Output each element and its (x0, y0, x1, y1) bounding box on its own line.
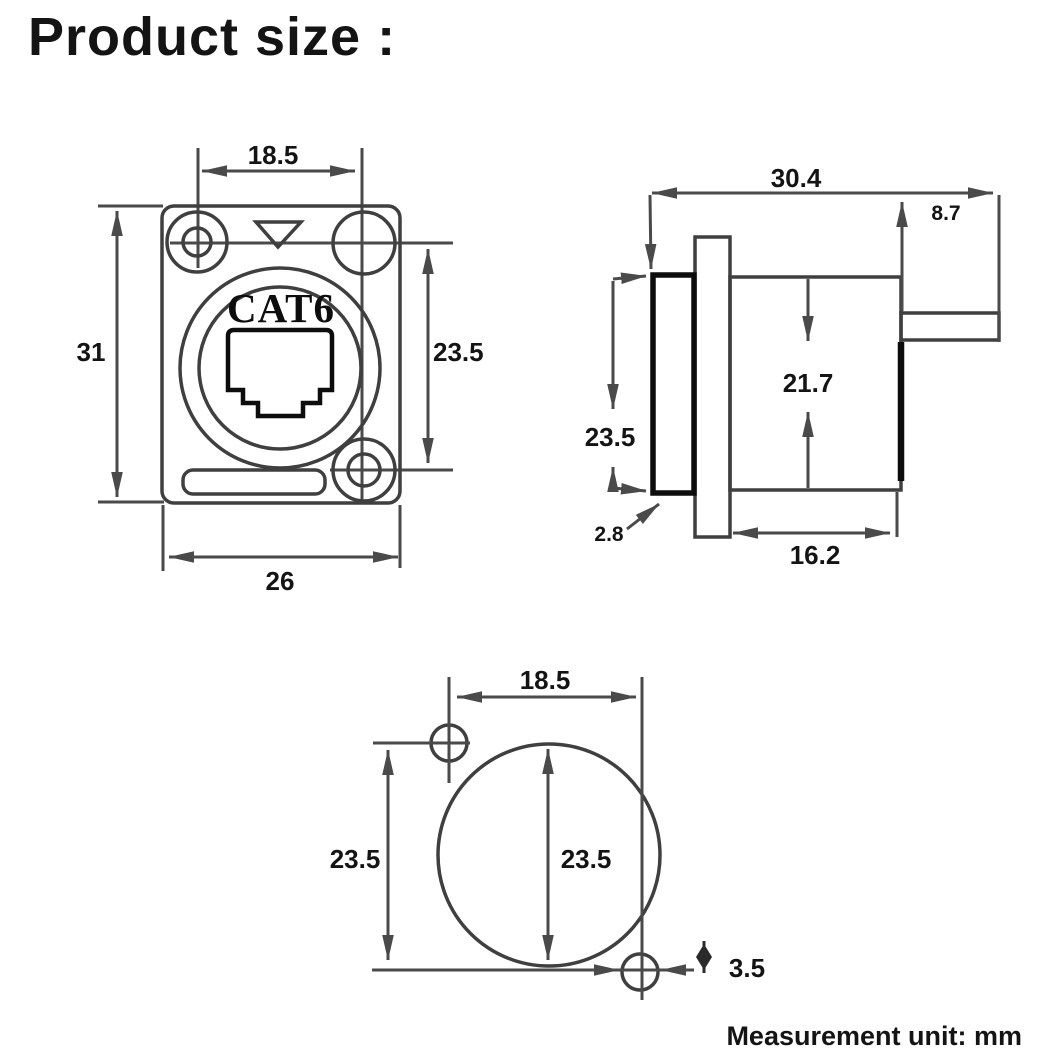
product-label: CAT6 (227, 285, 335, 331)
dim-label-cutout-height: 23.5 (330, 844, 381, 874)
front-bezel (650, 272, 697, 496)
dim-label-cutout-hole-spacing: 18.5 (520, 665, 571, 695)
dim-label-front-overall-height: 31 (77, 337, 106, 367)
side-view-dimension-lines (607, 187, 1001, 539)
dim-label-front-hole-spacing-v: 23.5 (433, 337, 484, 367)
screw-hole-bottom-right (331, 437, 397, 503)
orientation-triangle-icon (252, 220, 305, 250)
mounting-flange-plate (693, 235, 732, 539)
panel-cutout-view: 18.5 23.5 23.5 3.5 (330, 665, 765, 1000)
dim-label-side-bezel-thickness: 2.8 (594, 523, 624, 546)
dim-label-screw-hole-diameter: 3.5 (729, 953, 765, 983)
dim-label-cutout-diameter: 23.5 (561, 844, 612, 874)
front-panel-outline (160, 204, 402, 505)
barrel-inner-circle (197, 285, 363, 451)
dim-label-side-bezel-height: 23.5 (585, 422, 636, 452)
dim-label-front-overall-width: 26 (266, 566, 295, 596)
label-slot (181, 468, 327, 496)
front-view: CAT6 18.5 31 23.5 26 (77, 140, 484, 596)
rj45-jack-icon (225, 327, 335, 419)
rear-tab (899, 311, 1001, 342)
dim-label-side-rear-tab: 8.7 (931, 202, 960, 225)
barrel-outer-circle (178, 266, 382, 470)
dim-label-side-body-depth: 16.2 (790, 540, 841, 570)
cutout-view-dimension-lines (372, 677, 694, 1000)
side-view: 30.4 8.7 21.7 23.5 2.8 16.2 (585, 163, 1001, 570)
measurement-unit-note: Measurement unit: mm (726, 1021, 1022, 1051)
dim-label-side-overall-depth: 30.4 (771, 163, 822, 193)
diameter-symbol-icon (696, 941, 712, 973)
guide-hole-top-right (331, 210, 397, 276)
screw-hole-top-left (165, 210, 229, 274)
screw-hole-small-bottom (620, 952, 660, 992)
page-title: Product size : (28, 7, 396, 67)
dim-label-side-body-height: 21.7 (783, 368, 834, 398)
dim-label-front-hole-spacing-h: 18.5 (248, 140, 299, 170)
panel-cutout-circle (436, 742, 662, 968)
